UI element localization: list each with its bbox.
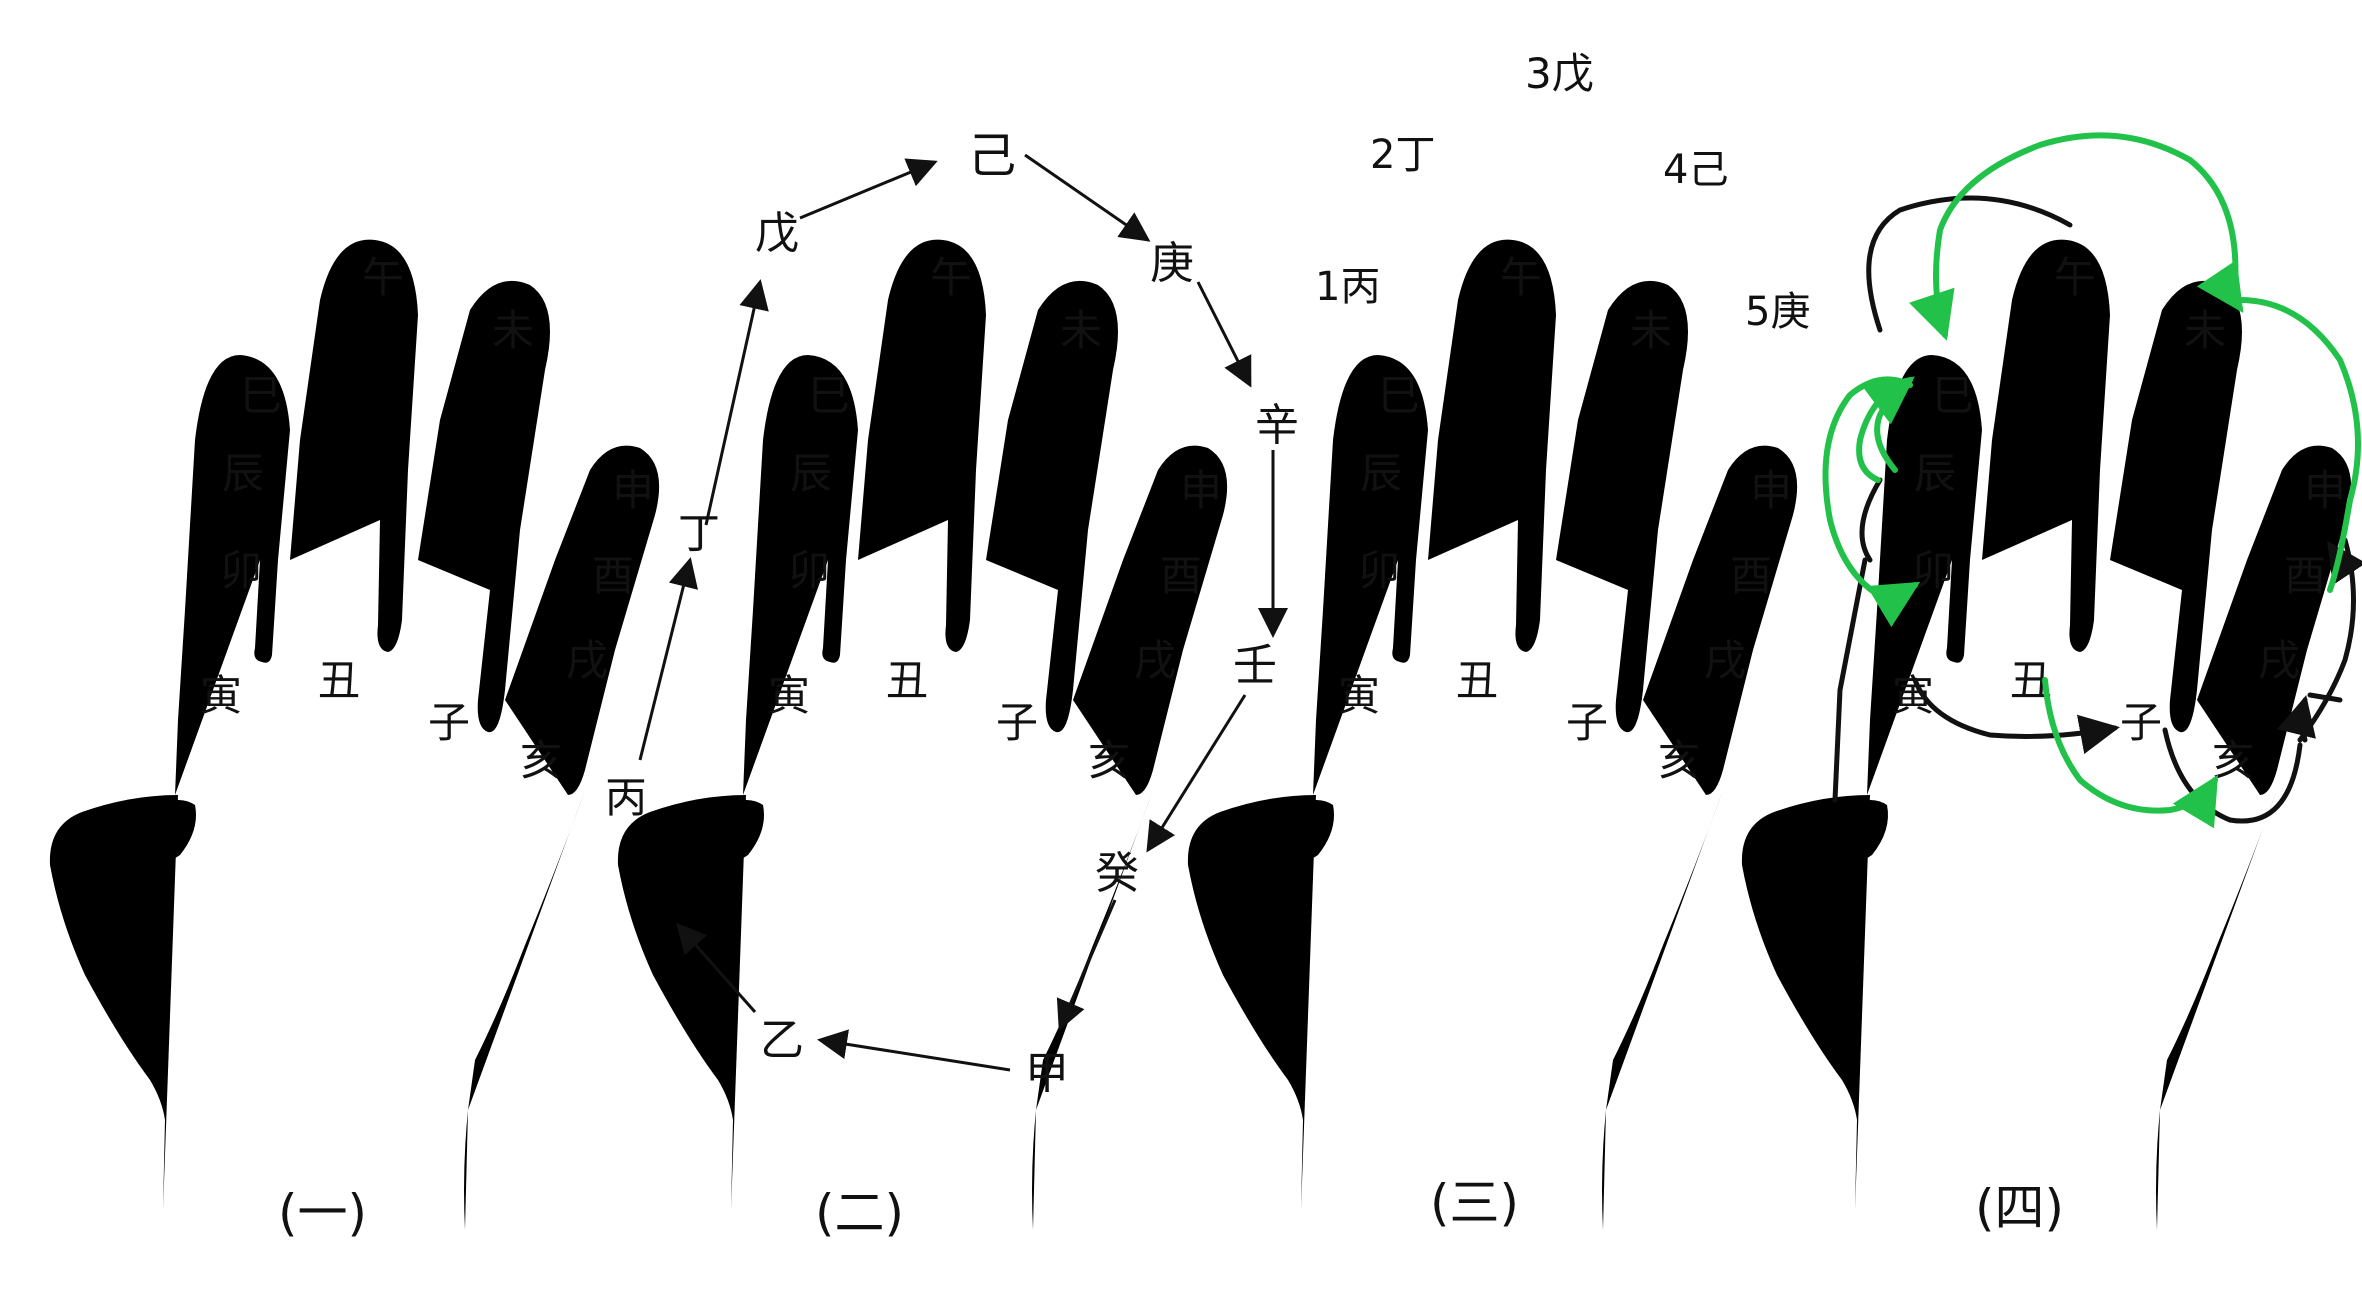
hand4-branch-hai: 亥 bbox=[2212, 736, 2254, 785]
hand3-branch-wei: 未 bbox=[1630, 306, 1672, 355]
arrow-wu-ji bbox=[799, 158, 938, 220]
numbered-stems: 1丙 2丁 3戊 4己 5庚 bbox=[1315, 49, 1810, 335]
hand2-branch-mao: 卯 bbox=[788, 546, 830, 595]
branch-labels: 巳辰卯寅午丑未子申酉戌亥巳辰卯寅午丑未子申酉戌亥巳辰卯寅午丑未子申酉戌亥巳辰卯寅… bbox=[200, 253, 2346, 785]
hand1-branch-wu: 午 bbox=[362, 253, 404, 302]
hand1-branch-zi: 子 bbox=[428, 698, 470, 747]
hand2-branch-hai: 亥 bbox=[1088, 736, 1130, 785]
hand-outline-1 bbox=[49, 239, 660, 1231]
arrow-gui-jia bbox=[1056, 899, 1117, 1031]
hand4-branch-xu: 戌 bbox=[2258, 636, 2300, 685]
hand3-branch-chou: 丑 bbox=[1456, 656, 1498, 705]
hand-outline-3 bbox=[1187, 239, 1798, 1231]
hand4-branch-wu: 午 bbox=[2054, 253, 2096, 302]
hand1-branch-si: 巳 bbox=[240, 371, 282, 420]
hand-outline-2 bbox=[617, 239, 1228, 1231]
arrow-ji-geng bbox=[1024, 153, 1151, 242]
hand1-branch-hai: 亥 bbox=[520, 736, 562, 785]
hand1-branch-chen: 辰 bbox=[222, 449, 264, 498]
hand1-branch-chou: 丑 bbox=[318, 656, 360, 705]
hand4-branch-si: 巳 bbox=[1932, 371, 1974, 420]
hand4-green-path bbox=[1822, 132, 2361, 829]
stem-jia-label: 甲 bbox=[1025, 1048, 1069, 1099]
hand3-branch-chen: 辰 bbox=[1360, 449, 1402, 498]
stem-bing-label: 丙 bbox=[605, 773, 647, 822]
numbered-stem-4: 4己 bbox=[1663, 147, 1728, 193]
hand4-branch-wei: 未 bbox=[2184, 306, 2226, 355]
stem-gui-label: 癸 bbox=[1095, 848, 1139, 899]
arrow-ren-gui bbox=[1146, 694, 1247, 853]
hand3-branch-xu: 戌 bbox=[1704, 636, 1746, 685]
stem-cycle bbox=[638, 153, 1288, 1072]
hand1-branch-mao: 卯 bbox=[220, 546, 262, 595]
stem-labels: 戊 己 庚 辛 丁 壬 丙 癸 乙 甲 bbox=[605, 128, 1299, 1099]
hand3-branch-yin: 寅 bbox=[1338, 671, 1380, 720]
hand4-branch-shen: 申 bbox=[2304, 466, 2346, 515]
stem-wu-label: 戊 bbox=[755, 208, 799, 259]
arrow-bing-ding bbox=[638, 557, 699, 761]
hand4-branch-chen: 辰 bbox=[1914, 449, 1956, 498]
numbered-stem-3: 3戊 bbox=[1525, 49, 1594, 98]
hand3-branch-you: 酉 bbox=[1730, 551, 1772, 600]
stem-xin-label: 辛 bbox=[1255, 400, 1299, 451]
hand2-branch-wei: 未 bbox=[1060, 306, 1102, 355]
hand1-branch-xu: 戌 bbox=[566, 636, 608, 685]
arrow-jia-yi bbox=[817, 1029, 1011, 1072]
numbered-stem-2: 2丁 bbox=[1370, 132, 1435, 178]
panel-label-3: (三) bbox=[1430, 1174, 1519, 1232]
hand2-branch-chou: 丑 bbox=[886, 656, 928, 705]
hand4-branch-zi: 子 bbox=[2120, 698, 2162, 747]
hand4-branch-mao: 卯 bbox=[1912, 546, 1954, 595]
hand1-branch-yin: 寅 bbox=[200, 671, 242, 720]
panel-labels: (一) (二) (三) (四) bbox=[278, 1174, 2064, 1242]
arrow-ding-wu bbox=[704, 279, 769, 526]
numbered-stem-1: 1丙 bbox=[1315, 264, 1380, 310]
hand4-branch-yin: 寅 bbox=[1892, 671, 1934, 720]
hand2-branch-wu: 午 bbox=[930, 253, 972, 302]
hand4-branch-you: 酉 bbox=[2284, 551, 2326, 600]
hand3-branch-shen: 申 bbox=[1750, 466, 1792, 515]
hand3-branch-zi: 子 bbox=[1566, 698, 1608, 747]
hand2-branch-yin: 寅 bbox=[768, 671, 810, 720]
arrow-yi-thumb bbox=[676, 922, 757, 1013]
hand2-branch-zi: 子 bbox=[996, 698, 1038, 747]
hand2-branch-chen: 辰 bbox=[790, 449, 832, 498]
stem-ji-label: 己 bbox=[968, 128, 1016, 184]
arrow-geng-xin bbox=[1196, 281, 1252, 388]
hand3-branch-mao: 卯 bbox=[1358, 546, 1400, 595]
hand3-branch-hai: 亥 bbox=[1658, 736, 1700, 785]
hand2-branch-xu: 戌 bbox=[1134, 636, 1176, 685]
stem-ren-label: 壬 bbox=[1233, 640, 1277, 691]
stem-yi-label: 乙 bbox=[760, 1015, 804, 1066]
hand2-branch-si: 巳 bbox=[808, 371, 850, 420]
hand1-branch-you: 酉 bbox=[592, 551, 634, 600]
hand3-branch-wu: 午 bbox=[1500, 253, 1542, 302]
hand3-branch-si: 巳 bbox=[1378, 371, 1420, 420]
hand2-branch-you: 酉 bbox=[1160, 551, 1202, 600]
hand1-branch-shen: 申 bbox=[612, 466, 654, 515]
panel-label-4: (四) bbox=[1975, 1179, 2064, 1237]
hand1-branch-wei: 未 bbox=[492, 306, 534, 355]
hand4-black-loops bbox=[1832, 195, 2362, 824]
panel-label-1: (一) bbox=[278, 1184, 367, 1242]
hand2-branch-shen: 申 bbox=[1180, 466, 1222, 515]
stem-ding-label: 丁 bbox=[678, 509, 720, 558]
numbered-stem-5: 5庚 bbox=[1745, 289, 1810, 335]
stem-geng-label: 庚 bbox=[1150, 238, 1194, 289]
panel-label-2: (二) bbox=[815, 1184, 904, 1242]
